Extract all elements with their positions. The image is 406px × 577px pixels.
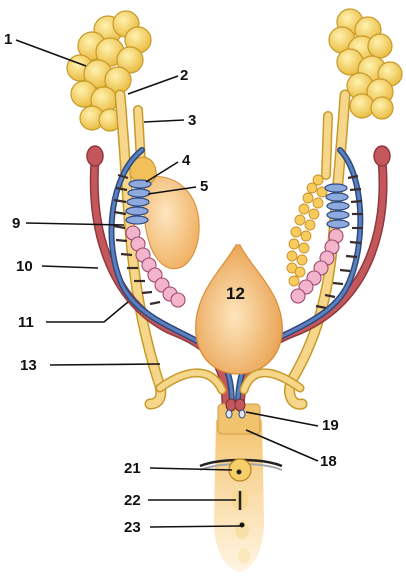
label-2: 2 bbox=[180, 67, 188, 84]
label-3: 3 bbox=[188, 112, 196, 129]
label-11: 11 bbox=[18, 314, 34, 331]
label-18: 18 bbox=[320, 453, 337, 470]
label-12: 12 bbox=[226, 284, 245, 303]
label-9: 9 bbox=[12, 215, 20, 232]
structure-23 bbox=[240, 523, 245, 528]
central-bladder bbox=[196, 245, 283, 374]
label-22: 22 bbox=[124, 492, 141, 509]
label-1: 1 bbox=[4, 31, 12, 48]
right-blue-coils bbox=[325, 184, 349, 228]
label-10: 10 bbox=[16, 258, 33, 275]
label-5: 5 bbox=[200, 178, 208, 195]
label-21: 21 bbox=[124, 460, 141, 477]
label-4: 4 bbox=[182, 152, 191, 169]
label-13: 13 bbox=[20, 357, 37, 374]
label-23: 23 bbox=[124, 519, 141, 536]
label-19: 19 bbox=[322, 417, 339, 434]
